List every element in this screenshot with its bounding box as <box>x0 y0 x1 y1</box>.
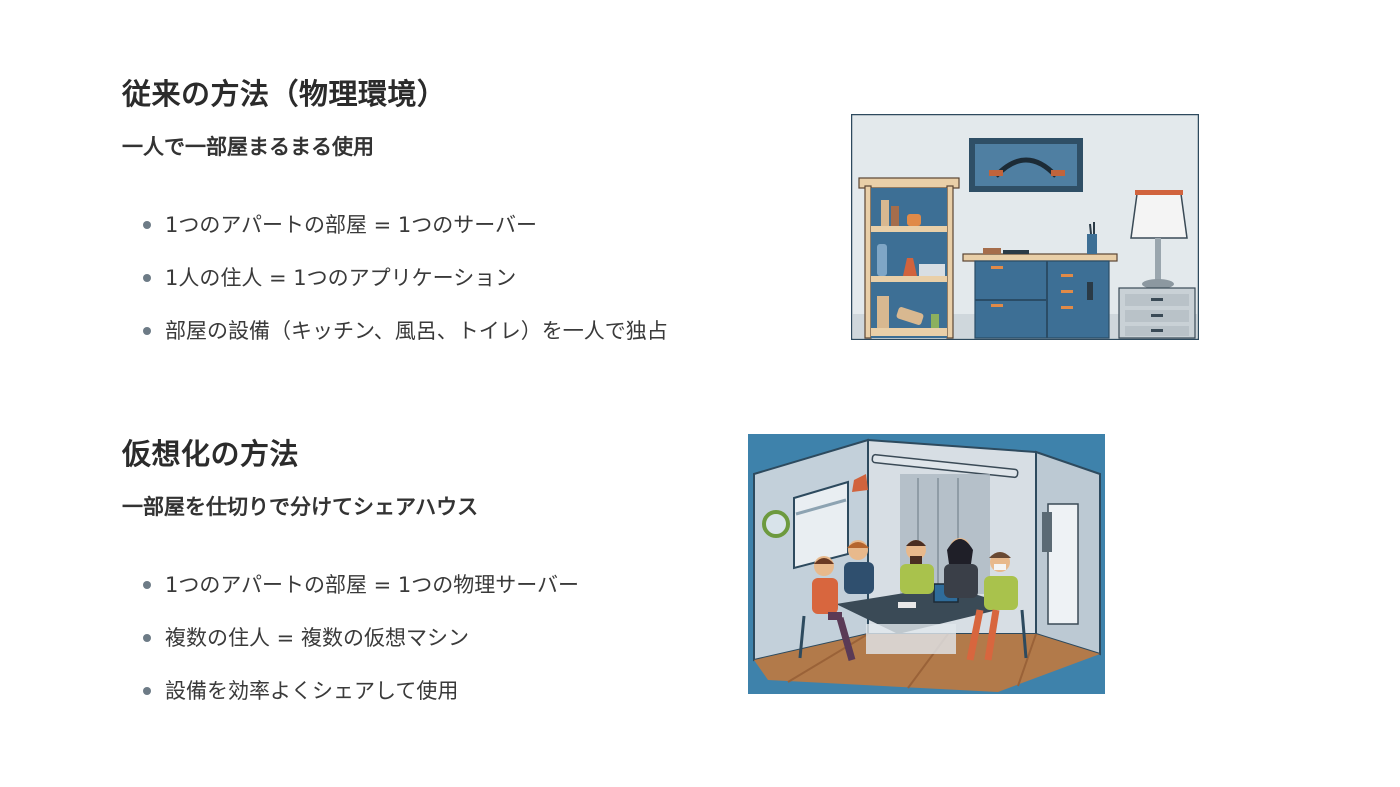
list-item-text: 1人の住人 = 1つのアプリケーション <box>165 266 517 290</box>
bullet-dot <box>143 327 151 335</box>
list-item: 部屋の設備（キッチン、風呂、トイレ）を一人で独占 <box>122 316 668 346</box>
single-room-illustration <box>850 113 1200 341</box>
list-item-text: 設備を効率よくシェアして使用 <box>165 679 459 703</box>
list-item-text: 1つのアパートの部屋 = 1つのサーバー <box>165 213 538 237</box>
list-item: 複数の住人 = 複数の仮想マシン <box>122 623 579 653</box>
list-item-text: 部屋の設備（キッチン、風呂、トイレ）を一人で独占 <box>165 319 668 343</box>
list-item: 1つのアパートの部屋 = 1つの物理サーバー <box>122 570 579 600</box>
section-physical: 従来の方法（物理環境） 一人で一部屋まるまる使用 1つのアパートの部屋 = 1つ… <box>122 74 668 369</box>
single-room-icon <box>850 113 1200 341</box>
section-heading: 従来の方法（物理環境） <box>122 77 447 111</box>
shared-room-icon <box>748 434 1105 694</box>
list-item: 1人の住人 = 1つのアプリケーション <box>122 263 668 293</box>
shared-room-illustration <box>748 434 1105 694</box>
list-item: 設備を効率よくシェアして使用 <box>122 676 579 706</box>
bullet-dot <box>143 634 151 642</box>
bullet-list: 1つのアパートの部屋 = 1つの物理サーバー 複数の住人 = 複数の仮想マシン … <box>122 570 579 706</box>
section-subheading: 一人で一部屋まるまる使用 <box>122 135 374 159</box>
list-item: 1つのアパートの部屋 = 1つのサーバー <box>122 210 668 240</box>
bullet-dot <box>143 274 151 282</box>
list-item-text: 複数の住人 = 複数の仮想マシン <box>165 626 469 650</box>
bullet-list: 1つのアパートの部屋 = 1つのサーバー 1人の住人 = 1つのアプリケーション… <box>122 210 668 346</box>
bullet-dot <box>143 581 151 589</box>
bullet-dot <box>143 221 151 229</box>
section-heading: 仮想化の方法 <box>122 437 300 471</box>
section-subheading: 一部屋を仕切りで分けてシェアハウス <box>122 495 479 519</box>
section-virtualization: 仮想化の方法 一部屋を仕切りで分けてシェアハウス 1つのアパートの部屋 = 1つ… <box>122 434 579 729</box>
list-item-text: 1つのアパートの部屋 = 1つの物理サーバー <box>165 573 580 597</box>
bullet-dot <box>143 687 151 695</box>
